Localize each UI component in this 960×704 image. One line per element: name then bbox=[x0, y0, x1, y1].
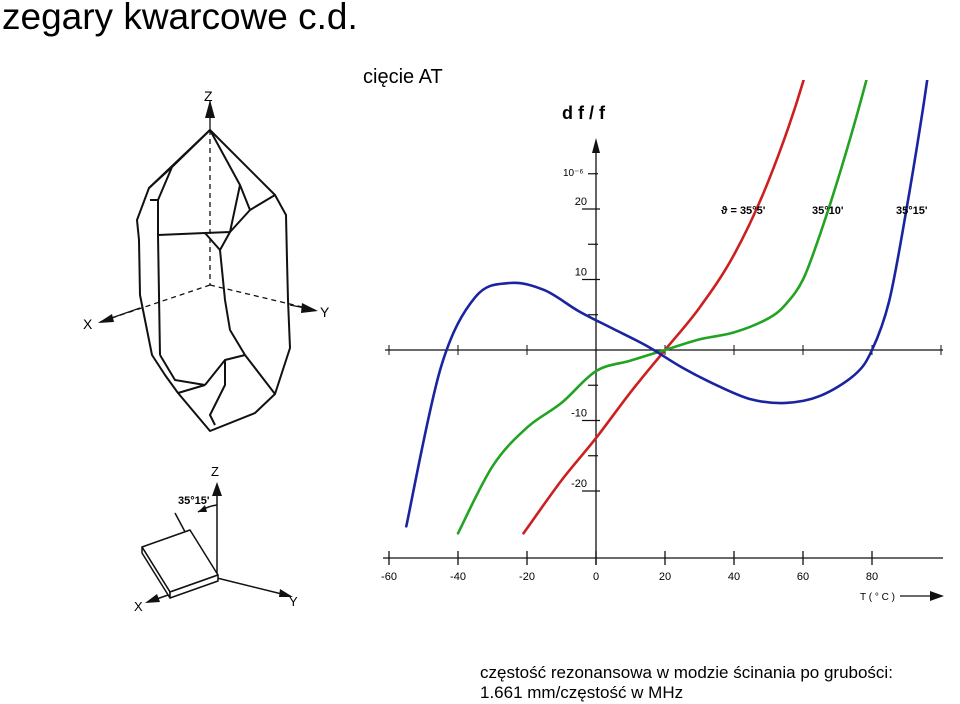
y-ticks: -20 -10 10 20 bbox=[571, 173, 600, 492]
plate-y-arrow bbox=[279, 589, 293, 597]
series-line-3 bbox=[405, 80, 929, 528]
crystal-x-arrow bbox=[98, 314, 114, 323]
caption-line-2: 1.661 mm/częstość w MHz bbox=[480, 683, 684, 702]
legend-series-3: 35°15' bbox=[896, 205, 928, 217]
x-tick-label: 20 bbox=[659, 571, 671, 583]
chart-ylabel: d f / f bbox=[562, 103, 606, 123]
y-tick-label: 20 bbox=[575, 196, 587, 208]
crystal-x-label: X bbox=[83, 316, 93, 332]
chart-yunit: 10⁻⁶ bbox=[563, 168, 584, 179]
crystal-z-arrow bbox=[205, 100, 215, 118]
plate-z-label: Z bbox=[211, 464, 219, 479]
crystal-y-label: Y bbox=[320, 304, 330, 320]
plate-angle-label: 35°15' bbox=[178, 495, 210, 507]
slide-title: zegary kwarcowe c.d. bbox=[2, 0, 358, 37]
x-ticks: -60 -40 -20 0 20 40 60 80 bbox=[381, 345, 942, 583]
x-tick-label: -40 bbox=[450, 571, 466, 583]
plate-drawing bbox=[141, 482, 293, 603]
series-line-2 bbox=[456, 80, 868, 535]
x-tick-label: 80 bbox=[866, 571, 878, 583]
y-tick-label: -10 bbox=[571, 408, 587, 420]
crystal-hidden-edges bbox=[99, 130, 316, 323]
crystal-z-label: Z bbox=[204, 88, 213, 104]
x-tick-label: 60 bbox=[797, 571, 809, 583]
x-tick-label: 40 bbox=[728, 571, 740, 583]
y-tick-label: 10 bbox=[575, 267, 587, 279]
crystal-y-arrow bbox=[301, 303, 318, 313]
y-axis-arrow bbox=[592, 138, 600, 153]
plate-z-arrow bbox=[212, 482, 222, 496]
quartz-plate-front bbox=[169, 574, 219, 599]
x-tick-label: -60 bbox=[381, 571, 397, 583]
cut-label: cięcie AT bbox=[363, 66, 443, 88]
x-tick-label: -20 bbox=[519, 571, 535, 583]
series-layer bbox=[405, 80, 929, 535]
caption: częstość rezonansowa w modzie ścinania p… bbox=[480, 663, 893, 703]
plate-angle-arrow bbox=[198, 505, 207, 512]
crystal-outline bbox=[136, 129, 291, 432]
chart-xlabel: T ( ° C ) bbox=[860, 592, 895, 603]
plate-x-arrow bbox=[145, 594, 160, 603]
chart: -60 -40 -20 0 20 40 60 80 -20 -10 10 20 d f / f 10… bbox=[381, 80, 944, 603]
legend-series-2: 35°10' bbox=[812, 205, 844, 217]
crystal-edges bbox=[148, 129, 276, 426]
legend-series-1: ϑ = 35°5' bbox=[721, 205, 766, 217]
y-tick-label: -20 bbox=[571, 478, 587, 490]
caption-line-1: częstość rezonansowa w modzie ścinania p… bbox=[480, 663, 893, 682]
series-line-1 bbox=[522, 80, 805, 535]
plate-y-label: Y bbox=[289, 594, 298, 609]
quartz-crystal bbox=[98, 100, 318, 432]
plate-x-label: X bbox=[134, 599, 143, 614]
x-tick-label: 0 bbox=[593, 571, 599, 583]
plate-y-axis bbox=[216, 577, 291, 597]
x-label-arrow-head bbox=[930, 591, 944, 601]
